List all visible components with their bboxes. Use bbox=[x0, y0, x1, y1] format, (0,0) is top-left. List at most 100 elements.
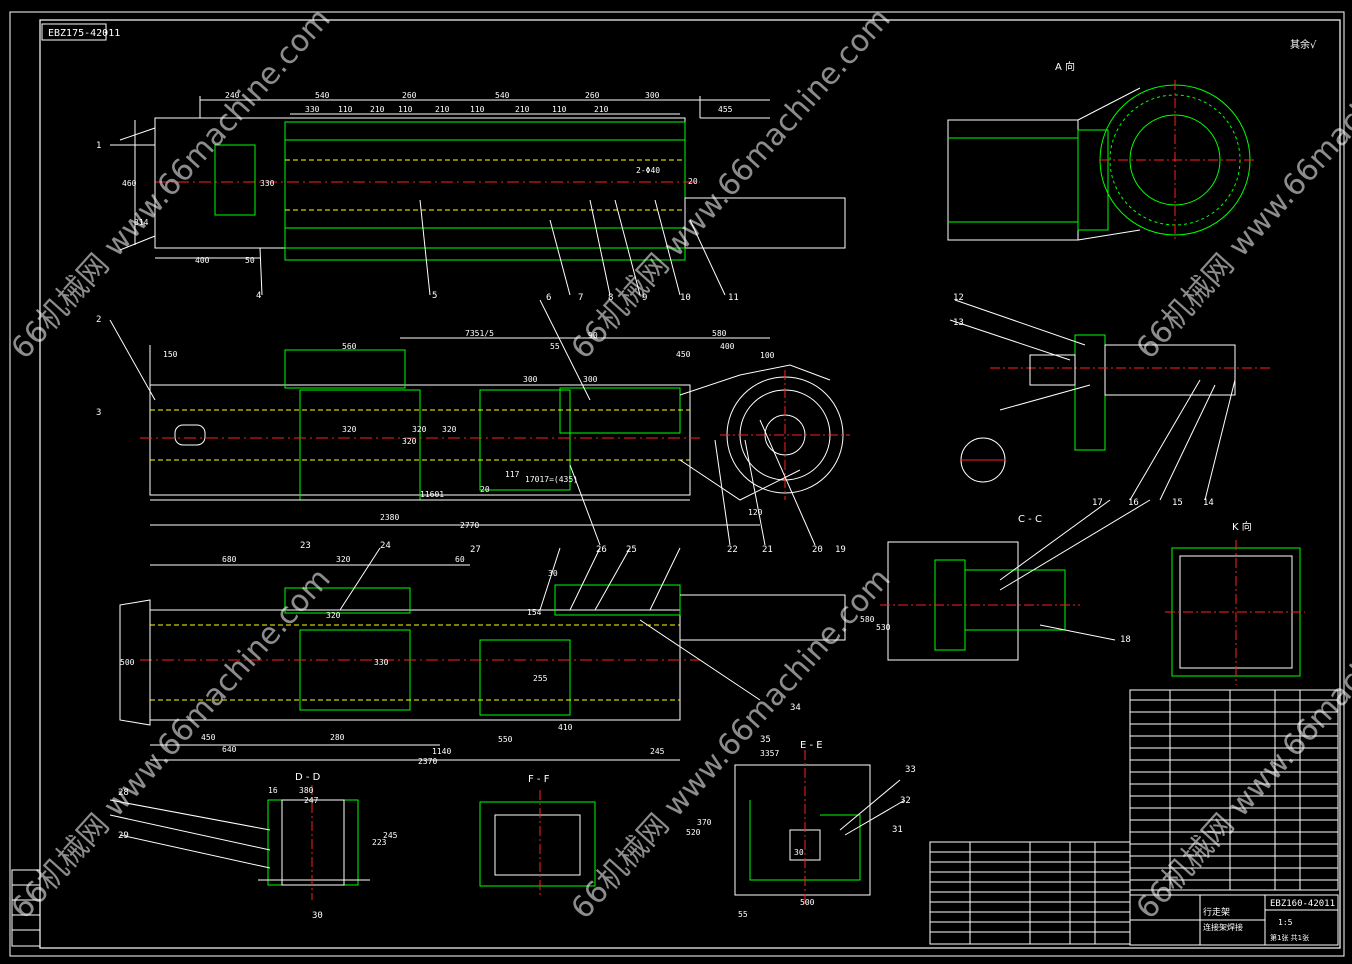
lower-view bbox=[119, 547, 846, 761]
dim-mid-9: 300 bbox=[583, 375, 598, 384]
dim-low-12: 550 bbox=[498, 735, 513, 744]
callout-8: 8 bbox=[608, 293, 613, 303]
section-c-c bbox=[880, 499, 1151, 661]
view-label-a: A 向 bbox=[1055, 60, 1075, 73]
callout-14: 14 bbox=[1203, 498, 1214, 508]
section-d-d bbox=[109, 785, 370, 900]
dim-mid-13: 320 bbox=[442, 425, 457, 434]
callout-24: 24 bbox=[380, 541, 391, 551]
parts-list-left bbox=[929, 841, 1131, 945]
dim-low-15: 2370 bbox=[418, 757, 437, 766]
callout-28: 28 bbox=[118, 788, 129, 798]
roughness-mark: 其余√ bbox=[1290, 38, 1317, 51]
view-label-f: F - F bbox=[528, 774, 550, 785]
callout-33: 33 bbox=[905, 765, 916, 775]
dim-sec-2: 16 bbox=[268, 786, 278, 795]
callout-10: 10 bbox=[680, 293, 691, 303]
dim-top-9: 110 bbox=[398, 105, 413, 114]
dim-low-9: 450 bbox=[201, 733, 216, 742]
callout-26: 26 bbox=[596, 545, 607, 555]
callout-20: 20 bbox=[812, 545, 823, 555]
inner-border bbox=[39, 19, 1341, 949]
revision-block bbox=[11, 869, 41, 947]
dim-sec-4: 245 bbox=[383, 831, 398, 840]
parts-list-right bbox=[1129, 689, 1339, 891]
callout-3: 3 bbox=[96, 408, 101, 418]
dim-top-16: 460 bbox=[122, 179, 137, 188]
dim-top-7: 110 bbox=[338, 105, 353, 114]
callout-31: 31 bbox=[892, 825, 903, 835]
detail-12-16 bbox=[949, 299, 1270, 501]
dim-sec-7: 520 bbox=[686, 828, 701, 837]
top-view bbox=[110, 96, 846, 296]
dim-top-6: 330 bbox=[305, 105, 320, 114]
dim-mid-17: 2770 bbox=[460, 521, 479, 530]
dim-low-14: 1140 bbox=[432, 747, 451, 756]
dim-mid-16: 2380 bbox=[380, 513, 399, 522]
middle-view bbox=[109, 299, 850, 546]
dim-top-2: 260 bbox=[402, 91, 417, 100]
callout-35: 35 bbox=[760, 735, 771, 745]
dim-low-5: 580 bbox=[860, 615, 875, 624]
dim-sec-9: 30 bbox=[794, 848, 804, 857]
dim-mid-18: 117 bbox=[505, 470, 520, 479]
dim-mid-1: 560 bbox=[342, 342, 357, 351]
dim-sec-8: 500 bbox=[800, 898, 815, 907]
dim-low-17: 255 bbox=[533, 674, 548, 683]
dim-top-12: 210 bbox=[515, 105, 530, 114]
dim-sec-11: 55 bbox=[738, 910, 748, 919]
callout-13: 13 bbox=[953, 318, 964, 328]
dim-top-18: 330 bbox=[260, 179, 275, 188]
dim-top-3: 540 bbox=[495, 91, 510, 100]
dim-low-7: 500 bbox=[120, 658, 135, 667]
dim-sec-10: 370 bbox=[697, 818, 712, 827]
callout-12: 12 bbox=[953, 293, 964, 303]
dim-mid-4: 90 bbox=[588, 331, 598, 340]
dim-top-21: 2-Φ40 bbox=[636, 166, 660, 175]
dim-top-13: 110 bbox=[552, 105, 567, 114]
dim-mid-14: 320 bbox=[402, 437, 417, 446]
callout-22: 22 bbox=[727, 545, 738, 555]
view-k bbox=[1165, 540, 1305, 685]
dim-low-10: 640 bbox=[222, 745, 237, 754]
dim-low-1: 320 bbox=[336, 555, 351, 564]
dim-top-22: 20 bbox=[688, 177, 698, 186]
callout-30: 30 bbox=[312, 911, 323, 921]
callout-19: 19 bbox=[835, 545, 846, 555]
callout-6: 6 bbox=[546, 293, 551, 303]
dim-low-3: 30 bbox=[548, 569, 558, 578]
callout-4: 4 bbox=[256, 291, 261, 301]
dim-top-1: 540 bbox=[315, 91, 330, 100]
section-e-e bbox=[734, 750, 906, 905]
top-left-code: EBZ175-42011 bbox=[48, 28, 120, 39]
dim-top-0: 240 bbox=[225, 91, 240, 100]
callout-7: 7 bbox=[578, 293, 583, 303]
callout-11: 11 bbox=[728, 293, 739, 303]
callout-27: 27 bbox=[470, 545, 481, 555]
callout-34: 34 bbox=[790, 703, 801, 713]
dim-low-0: 680 bbox=[222, 555, 237, 564]
dim-top-4: 260 bbox=[585, 91, 600, 100]
title-drawing-no: EBZ160-42011 bbox=[1270, 899, 1335, 909]
callout-15: 15 bbox=[1172, 498, 1183, 508]
dim-low-13: 410 bbox=[558, 723, 573, 732]
dim-top-8: 210 bbox=[370, 105, 385, 114]
dim-mid-12: 320 bbox=[412, 425, 427, 434]
dim-mid-6: 400 bbox=[720, 342, 735, 351]
view-label-c: C - C bbox=[1018, 514, 1042, 525]
dim-sec-3: 223 bbox=[372, 838, 387, 847]
dim-low-11: 280 bbox=[330, 733, 345, 742]
view-label-e: E - E bbox=[800, 740, 823, 751]
title-sheet: 第1张 共1张 bbox=[1270, 933, 1309, 942]
dim-top-5: 300 bbox=[645, 91, 660, 100]
dim-top-11: 110 bbox=[470, 105, 485, 114]
dim-mid-2: 7351/5 bbox=[465, 329, 494, 338]
callout-9: 9 bbox=[642, 293, 647, 303]
callout-1: 1 bbox=[96, 141, 101, 151]
callout-21: 21 bbox=[762, 545, 773, 555]
dim-mid-21: 120 bbox=[748, 508, 763, 517]
dim-low-16: 245 bbox=[650, 747, 665, 756]
title-part-name: 行走架 bbox=[1203, 906, 1230, 918]
callout-5: 5 bbox=[432, 291, 437, 301]
